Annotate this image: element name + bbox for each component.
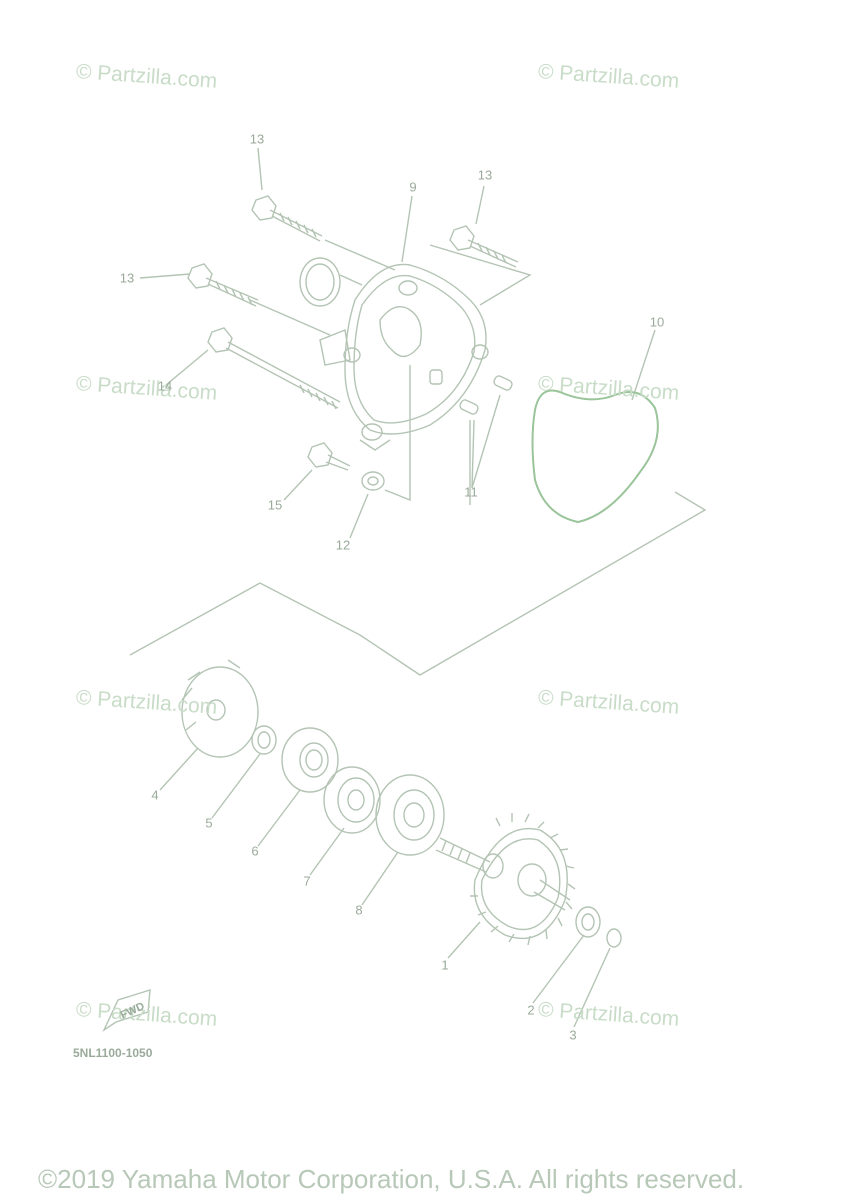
callout-6: 6: [251, 843, 259, 859]
washer-2: [575, 906, 601, 938]
water-pump-cover-9: [299, 257, 489, 451]
washer-12: [361, 471, 385, 491]
oil-seal-5: [251, 725, 277, 755]
callout-13: 13: [477, 167, 493, 183]
impeller-shaft-gear-1: [435, 813, 576, 946]
gasket-10: [531, 389, 659, 524]
callout-1: 1: [441, 957, 449, 973]
callout-9: 9: [409, 179, 417, 195]
assembly-guide-mid: [384, 365, 471, 505]
bearing-8: [375, 774, 445, 856]
bolt-13-top: [251, 195, 323, 242]
bolt-13-right: [449, 225, 519, 268]
dowel-pin-11a: [493, 375, 513, 391]
callout-11: 11: [464, 484, 478, 500]
callout-4: 4: [151, 787, 159, 803]
seal-6: [281, 727, 339, 793]
callout-13: 13: [119, 270, 135, 286]
callout-5: 5: [205, 815, 213, 831]
callout-14: 14: [157, 378, 173, 394]
bearing-7: [323, 766, 381, 834]
circlip-3: [606, 928, 622, 948]
assembly-guide-upper: [249, 239, 532, 336]
assembly-guide-lower: [129, 491, 707, 676]
callout-7: 7: [303, 873, 311, 889]
diagram-reference: 5NL1100-1050: [73, 1046, 153, 1060]
impeller-4: [181, 659, 259, 758]
copyright-notice: ©2019 Yamaha Motor Corporation, U.S.A. A…: [38, 1164, 745, 1194]
bolt-15: [307, 442, 351, 471]
callout-2: 2: [527, 1002, 535, 1018]
callout-8: 8: [355, 902, 363, 918]
bolt-14: [207, 327, 341, 410]
callout-10: 10: [649, 314, 665, 330]
dowel-pin-11b: [459, 399, 479, 415]
callout-13: 13: [249, 131, 265, 147]
callout-15: 15: [267, 497, 283, 513]
callout-3: 3: [569, 1027, 577, 1043]
fwd-arrow-icon: [102, 989, 151, 1032]
leader-lines: [139, 147, 656, 1028]
bolt-13-left: [187, 263, 259, 307]
callout-12: 12: [335, 537, 351, 553]
